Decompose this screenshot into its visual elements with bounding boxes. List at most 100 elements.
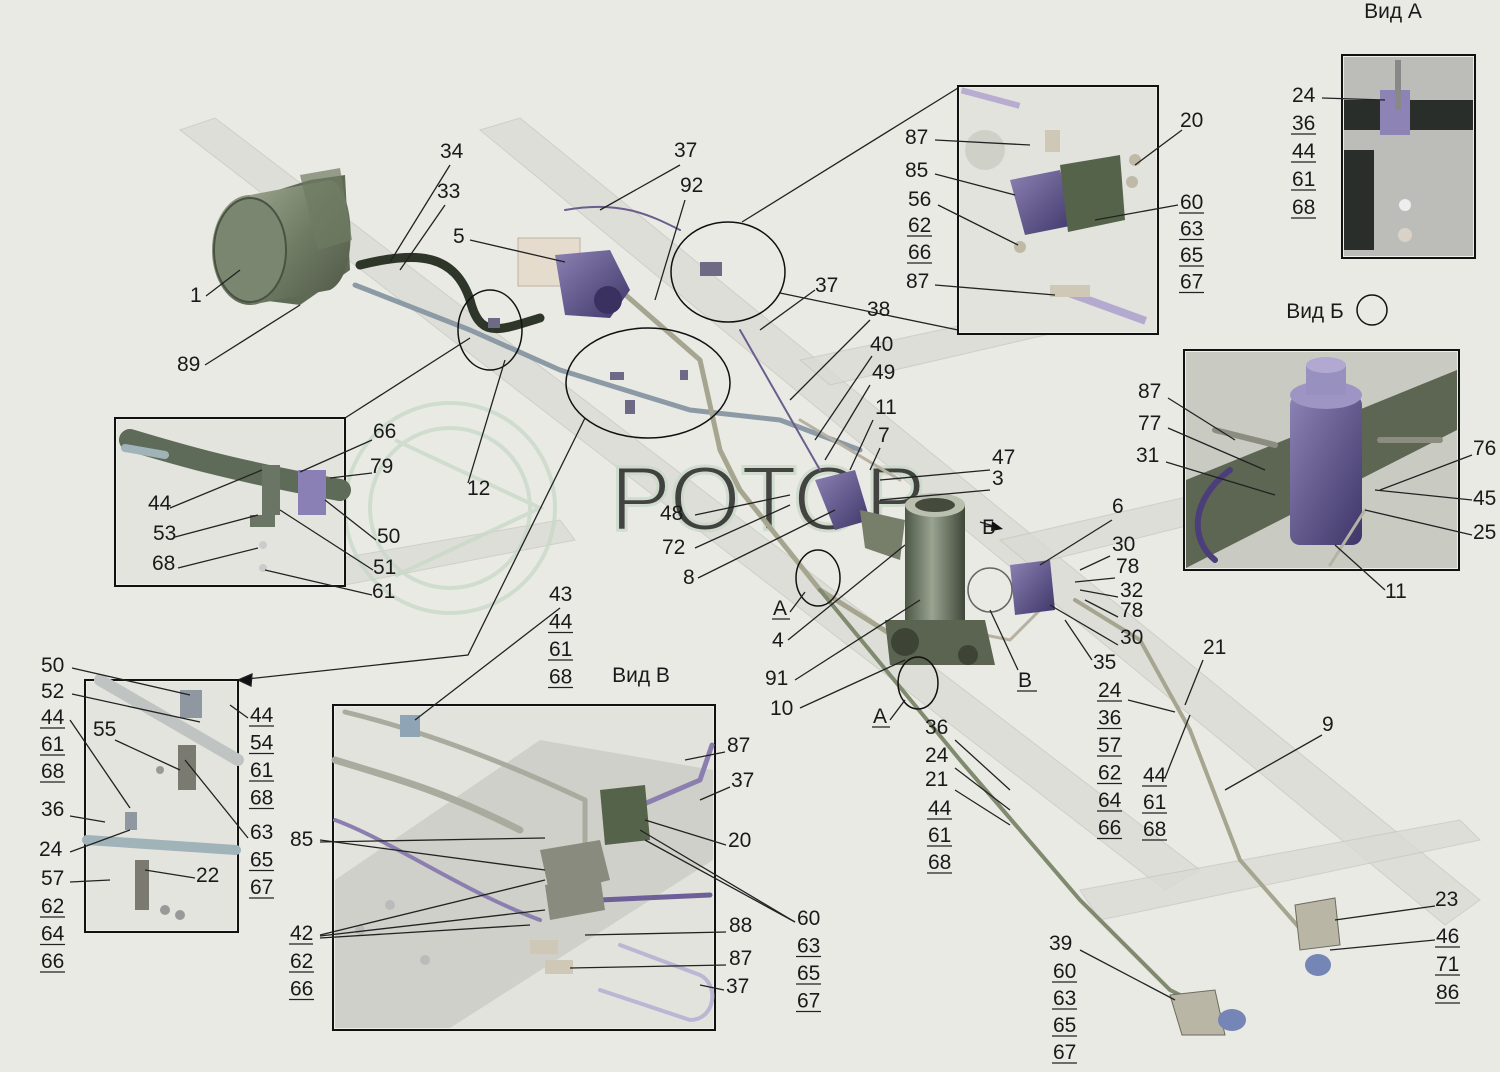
leader-n9 <box>1224 734 1323 791</box>
stack-b39-0: 60 <box>1053 960 1076 983</box>
stack-inL_58-2: 67 <box>250 876 273 899</box>
leader-n78a <box>1074 577 1116 583</box>
leader-inA_79 <box>329 472 373 479</box>
leader-inL_22 <box>144 869 196 879</box>
leader-stack-s43 <box>414 607 561 721</box>
leader-n40 <box>814 355 873 441</box>
label-inT_87a: 87 <box>905 126 928 149</box>
leader-n49 <box>824 384 871 461</box>
label-n7: 7 <box>878 424 890 447</box>
label-n30b: 30 <box>1120 626 1143 649</box>
label-inV_88: 88 <box>729 914 752 937</box>
stack-topL-1: 66 <box>908 241 931 264</box>
leader-inT_87a <box>934 139 1031 146</box>
leader-stack-inV_60 <box>644 839 796 923</box>
leader-n32 <box>1079 589 1119 598</box>
stack-inL_left-2: 68 <box>41 760 64 783</box>
leader-inA_53 <box>174 514 259 538</box>
stack-inL_57-2: 66 <box>41 950 64 973</box>
stack-inL_left-0: 44 <box>41 706 65 729</box>
stack-mid_36-2: 68 <box>928 851 951 874</box>
inset-clamp-lower-left <box>82 674 244 933</box>
leader-a2 <box>889 699 906 721</box>
leader-n8 <box>697 509 836 579</box>
label-n6: 6 <box>1112 495 1124 518</box>
label-inB_76: 76 <box>1473 437 1496 460</box>
leader-n34 <box>389 164 451 263</box>
label-inV_87a: 87 <box>727 734 750 757</box>
leader-inT_85 <box>934 173 1016 196</box>
label-n49: 49 <box>872 361 895 384</box>
stack-inV_60-1: 63 <box>797 935 820 958</box>
leader-n47 <box>879 469 991 481</box>
label-n10: 10 <box>770 697 793 720</box>
title-vid-v: Вид В <box>612 664 670 687</box>
leader-n91 <box>794 599 921 681</box>
label-inA_44: 44 <box>148 492 172 515</box>
leader-n35 <box>1064 619 1093 661</box>
stack-r24-0: 24 <box>1098 679 1122 702</box>
label-n37b: 37 <box>815 274 838 297</box>
leader-inB_76 <box>1379 454 1473 491</box>
leader-inV_42c <box>319 924 531 939</box>
label-inA_61: 61 <box>372 580 395 603</box>
leader-stack-r24 <box>1127 699 1176 713</box>
section-mark-a1: А <box>773 597 787 620</box>
small-part-details <box>488 262 722 414</box>
label-inL_24: 24 <box>39 838 63 861</box>
leader-inL_24 <box>69 829 131 853</box>
leader-inV_85b <box>319 837 546 843</box>
stack-vidA-2: 61 <box>1292 168 1315 191</box>
leader-n33 <box>399 204 446 271</box>
stack-b39-1: 63 <box>1053 987 1076 1010</box>
leader-inV_42a <box>319 879 546 936</box>
valve-unit-5 <box>517 237 630 318</box>
leader-n37a <box>599 164 681 211</box>
leader-n5 <box>469 239 566 263</box>
label-inA_53: 53 <box>153 522 176 545</box>
label-vidA_24: 24 <box>1292 84 1316 107</box>
stack-inV_60-0: 60 <box>797 907 820 930</box>
stack-r24-2: 57 <box>1098 734 1121 757</box>
stack-inL_left-1: 61 <box>41 733 64 756</box>
leader-n30a <box>1079 555 1111 571</box>
leader-n4 <box>787 544 906 641</box>
stack-topR-1: 63 <box>1180 218 1203 241</box>
label-inV_20: 20 <box>728 829 751 852</box>
label-n40: 40 <box>870 333 893 356</box>
stack-b46-0: 46 <box>1436 925 1459 948</box>
label-n8: 8 <box>683 566 695 589</box>
stack-mid_36-0: 44 <box>928 797 952 820</box>
leader-stack-b46 <box>1329 939 1436 951</box>
stack-b46-2: 86 <box>1436 981 1459 1004</box>
leader-lines <box>69 97 1473 1001</box>
title-vid-b: Вид Б <box>1286 300 1344 323</box>
inset-valve-top <box>957 85 1159 335</box>
stack-inL_58-0: 63 <box>250 821 273 844</box>
label-n3: 3 <box>992 467 1004 490</box>
leader-n6 <box>1039 519 1113 566</box>
stack-s43-0: 43 <box>549 583 572 606</box>
stack-inV_60-2: 65 <box>797 962 820 985</box>
leader-stack-inL_58 <box>184 759 249 839</box>
label-inL_57: 57 <box>41 867 64 890</box>
label-inA_68: 68 <box>152 552 175 575</box>
label-n47: 47 <box>992 446 1015 469</box>
label-n33: 33 <box>437 180 460 203</box>
leader-inB_45 <box>1374 489 1473 501</box>
label-n37a: 37 <box>674 139 697 162</box>
label-n35: 35 <box>1093 651 1116 674</box>
label-inB_31: 31 <box>1136 444 1159 467</box>
label-inT_20: 20 <box>1180 109 1203 132</box>
leader-n37b <box>759 289 816 331</box>
leader-n21b <box>954 789 1011 826</box>
stack-inV_60-3: 67 <box>797 990 820 1013</box>
label-inT_87b: 87 <box>906 270 929 293</box>
leader-n72 <box>694 504 791 549</box>
stack-inL_right-3: 68 <box>250 787 273 810</box>
leader-n39 <box>1079 949 1176 1001</box>
stack-vidA-3: 68 <box>1292 196 1315 219</box>
leader-inL_57 <box>69 879 111 883</box>
